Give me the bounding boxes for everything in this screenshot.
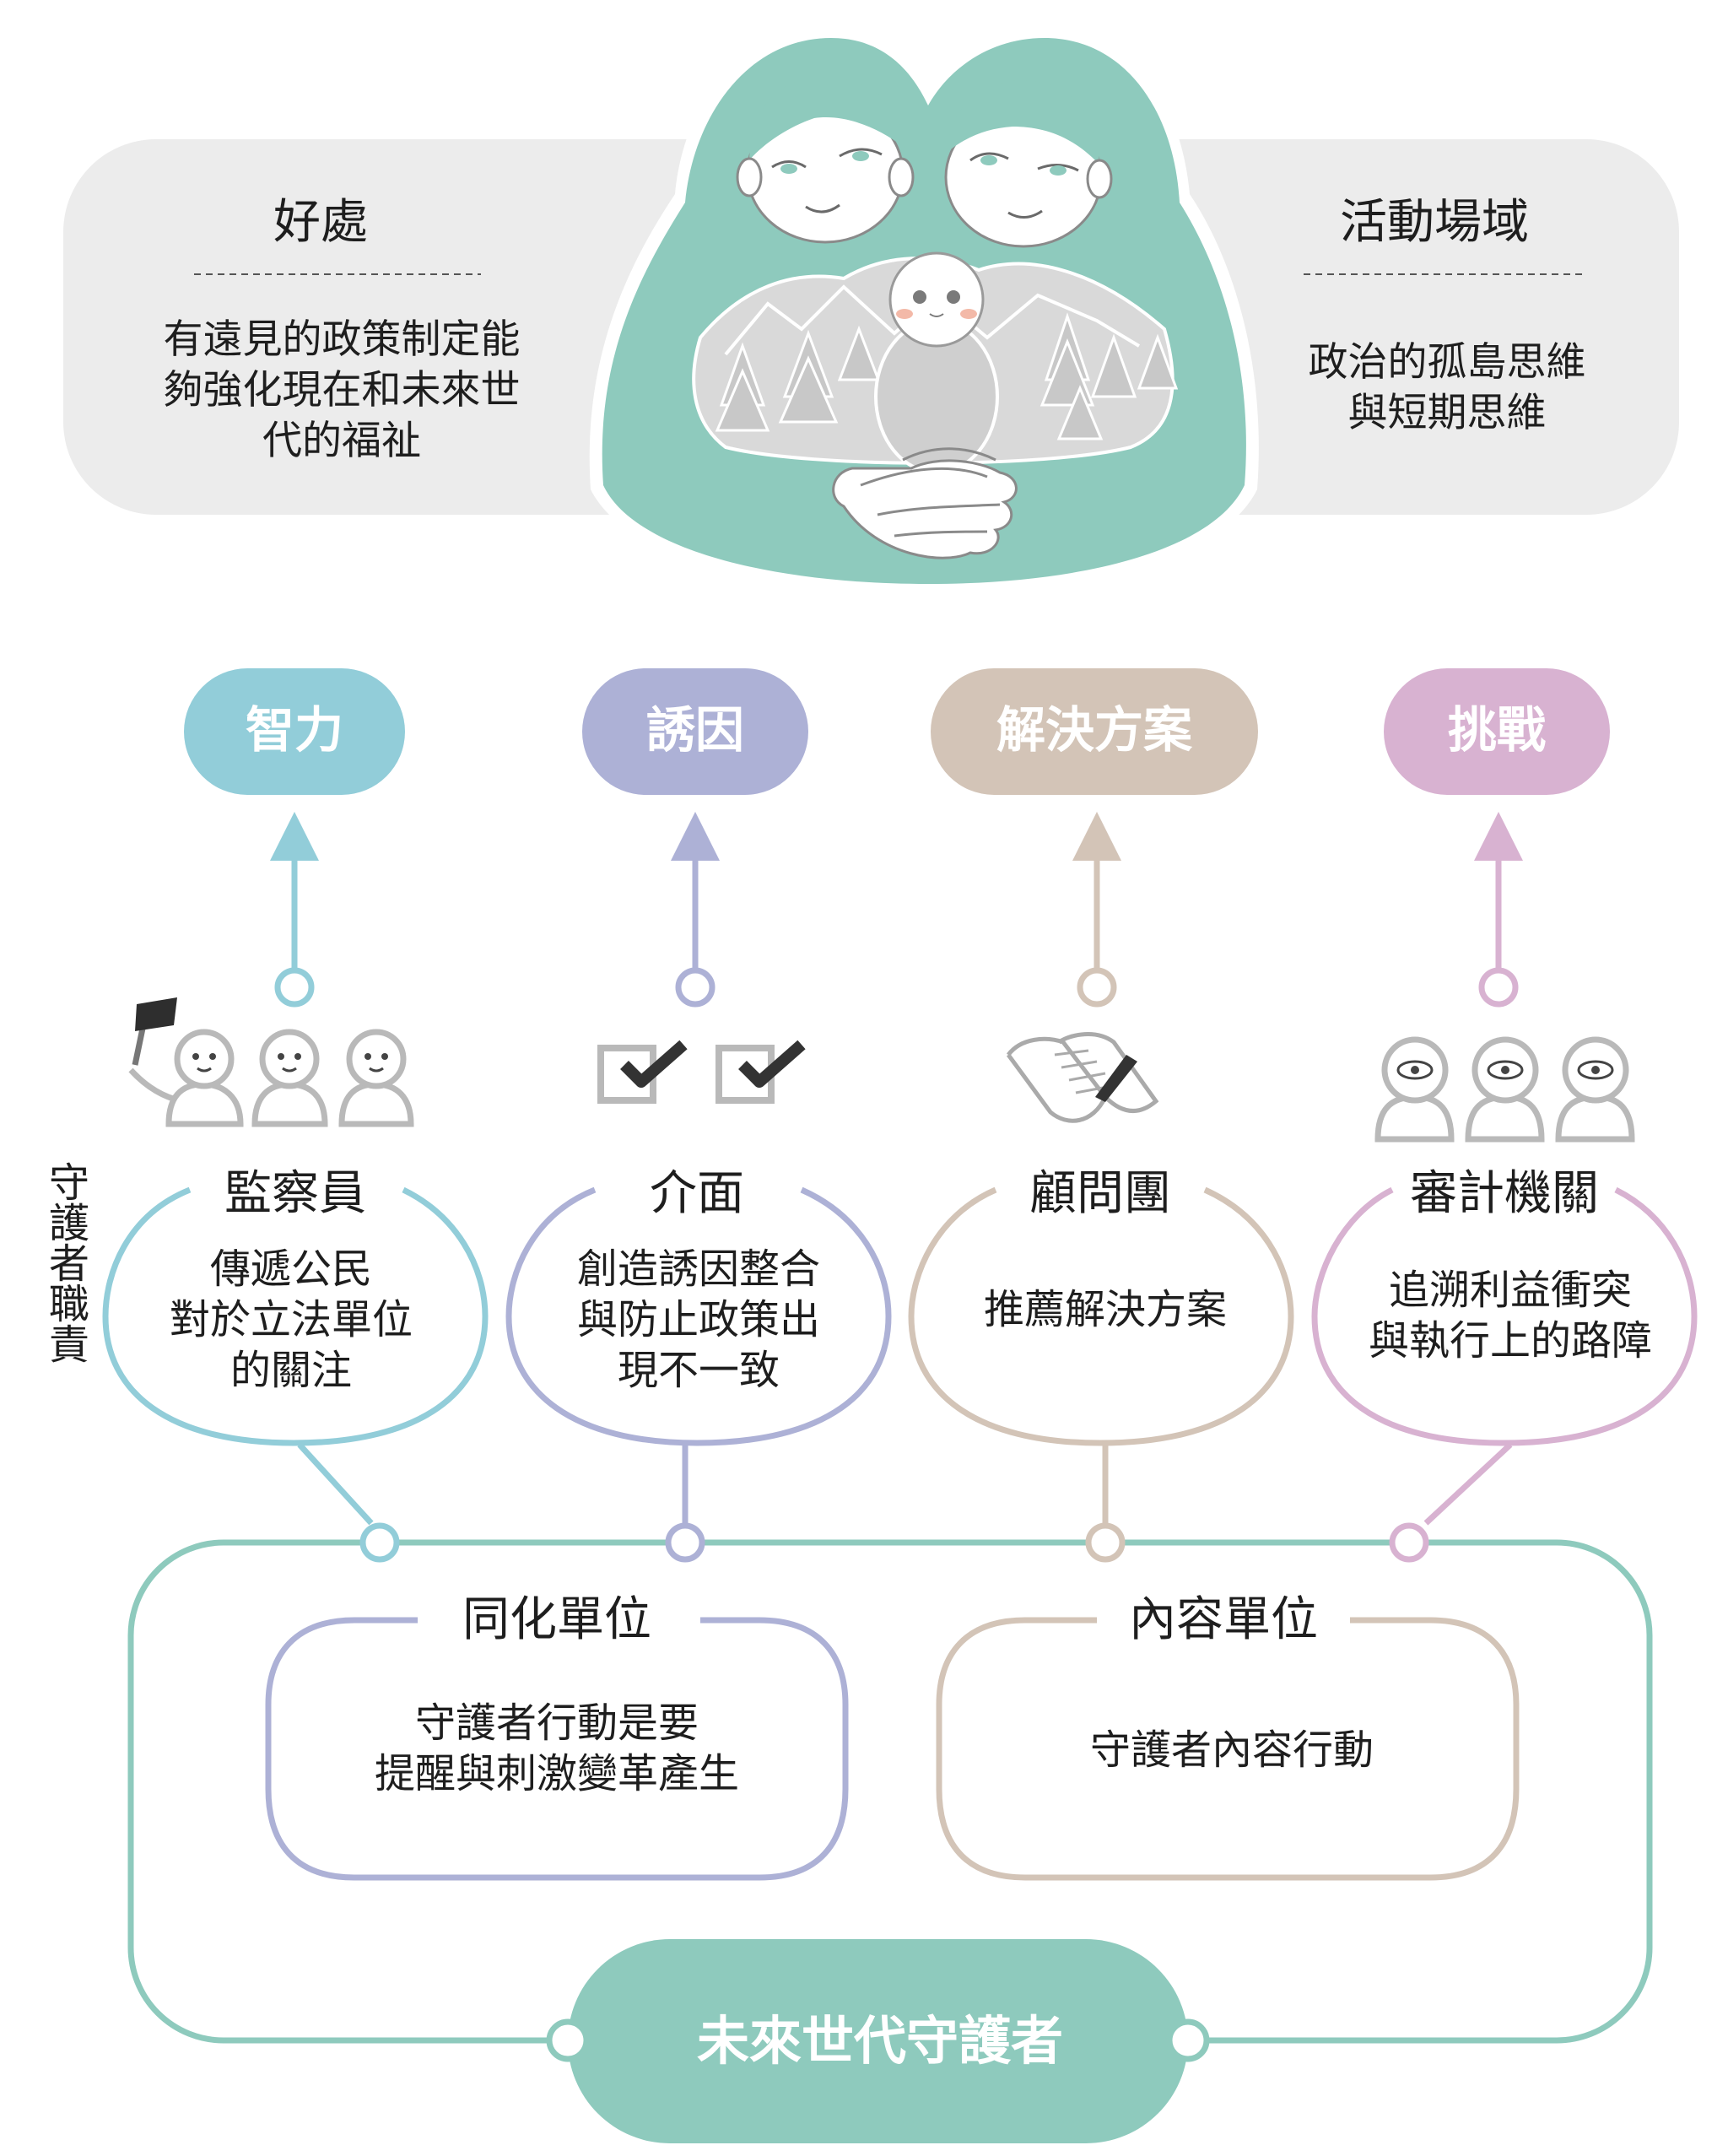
pill-incentives-label: 誘因 bbox=[646, 701, 744, 759]
three-people-with-flag-icon bbox=[128, 997, 414, 1127]
vertical-char-4: 職 bbox=[49, 1281, 89, 1328]
pill-challenges-label: 挑戰 bbox=[1448, 701, 1546, 759]
pill-solutions: 解決方案 bbox=[931, 668, 1258, 795]
role-interface: 介面 創造誘因整合 與防止政策出 現不一致 bbox=[505, 1166, 892, 1446]
pill-incentives: 誘因 bbox=[582, 668, 808, 795]
role-ombudsman-line-2: 對於立法單位 bbox=[170, 1296, 413, 1343]
unit-content-line-1: 守護者內容行動 bbox=[1090, 1726, 1374, 1774]
outcome-pills: 智力 誘因 解決方案 挑戰 bbox=[184, 668, 1610, 795]
unit-assimilation-line-1: 守護者行動是要 bbox=[415, 1699, 699, 1747]
role-ombudsman: 監察員 傳遞公民 對於立法單位 的關注 bbox=[102, 1166, 489, 1446]
arrow-challenges bbox=[1474, 812, 1523, 1008]
role-ombudsman-title: 監察員 bbox=[224, 1166, 366, 1221]
benefits-line-3: 代的福祉 bbox=[262, 418, 421, 464]
future-generations-guardian-label: 未來世代守護者 bbox=[697, 2010, 1063, 2072]
arrow-intelligence bbox=[270, 812, 319, 1008]
guardian-duties-vertical-label: 守 護 者 職 責 bbox=[49, 1159, 89, 1369]
future-generations-guardian-pill: 未來世代守護者 bbox=[546, 1939, 1210, 2143]
role-advisory-council-line-1: 推薦解決方案 bbox=[984, 1286, 1227, 1333]
role-interface-title: 介面 bbox=[650, 1166, 744, 1221]
guardians-illustration bbox=[589, 25, 1259, 595]
role-interface-line-1: 創造誘因整合 bbox=[577, 1246, 820, 1293]
role-audit-office-line-1: 追溯利益衝突 bbox=[1389, 1267, 1632, 1314]
vertical-char-2: 護 bbox=[49, 1200, 89, 1247]
vertical-char-1: 守 bbox=[49, 1159, 89, 1207]
role-advisory-council-title: 顧問團 bbox=[1029, 1166, 1171, 1221]
frame-nodes bbox=[359, 1522, 1429, 1563]
vertical-char-5: 責 bbox=[49, 1321, 89, 1369]
up-arrows bbox=[270, 812, 1523, 1008]
unit-assimilation-line-2: 提醒與刺激變革產生 bbox=[375, 1750, 739, 1797]
pill-intelligence-label: 智力 bbox=[246, 701, 343, 759]
benefits-panel: 好處 有遠見的政策制定能 夠強化現在和未來世 代的福祉 bbox=[164, 195, 521, 464]
benefits-line-1: 有遠見的政策制定能 bbox=[164, 316, 521, 363]
role-audit-office-title: 審計機關 bbox=[1410, 1166, 1599, 1221]
arena-line-1: 政治的孤島思維 bbox=[1309, 339, 1586, 386]
role-ombudsman-line-3: 的關注 bbox=[230, 1347, 352, 1394]
role-audit-office: 審計機關 追溯利益衝突 與執行上的路障 bbox=[1311, 1166, 1698, 1446]
role-interface-line-2: 與防止政策出 bbox=[577, 1296, 820, 1343]
three-people-with-eye-icon bbox=[1374, 1036, 1635, 1143]
arena-title: 活動場域 bbox=[1340, 195, 1529, 250]
arena-line-2: 與短期思維 bbox=[1348, 390, 1547, 436]
role-ombudsman-line-1: 傳遞公民 bbox=[210, 1246, 372, 1293]
pill-challenges: 挑戰 bbox=[1384, 668, 1610, 795]
unit-content: 內容單位 守護者內容行動 bbox=[936, 1592, 1520, 1881]
unit-assimilation-title: 同化單位 bbox=[462, 1592, 651, 1647]
unit-content-title: 內容單位 bbox=[1129, 1592, 1318, 1647]
benefits-title: 好處 bbox=[273, 195, 368, 250]
role-connectors bbox=[297, 1442, 1513, 1526]
benefits-line-2: 夠強化現在和未來世 bbox=[164, 367, 521, 413]
top-section: 好處 有遠見的政策制定能 夠強化現在和未來世 代的福祉 活動場域 政治的孤島思維… bbox=[63, 25, 1679, 595]
role-audit-office-line-2: 與執行上的路障 bbox=[1369, 1317, 1652, 1364]
document-with-pen-icon bbox=[1006, 1032, 1159, 1123]
pill-solutions-label: 解決方案 bbox=[996, 701, 1193, 759]
arrow-incentives bbox=[671, 812, 720, 1008]
role-advisory-council: 顧問團 推薦解決方案 bbox=[908, 1166, 1294, 1446]
pill-intelligence: 智力 bbox=[184, 668, 405, 795]
role-interface-line-3: 現不一致 bbox=[618, 1347, 780, 1394]
unit-assimilation: 同化單位 守護者行動是要 提醒與刺激變革產生 bbox=[265, 1592, 849, 1881]
vertical-char-3: 者 bbox=[49, 1240, 89, 1288]
arena-panel: 活動場域 政治的孤島思維 與短期思維 bbox=[1304, 195, 1586, 436]
arrow-solutions bbox=[1072, 812, 1121, 1008]
two-checkboxes-icon bbox=[597, 1040, 806, 1104]
